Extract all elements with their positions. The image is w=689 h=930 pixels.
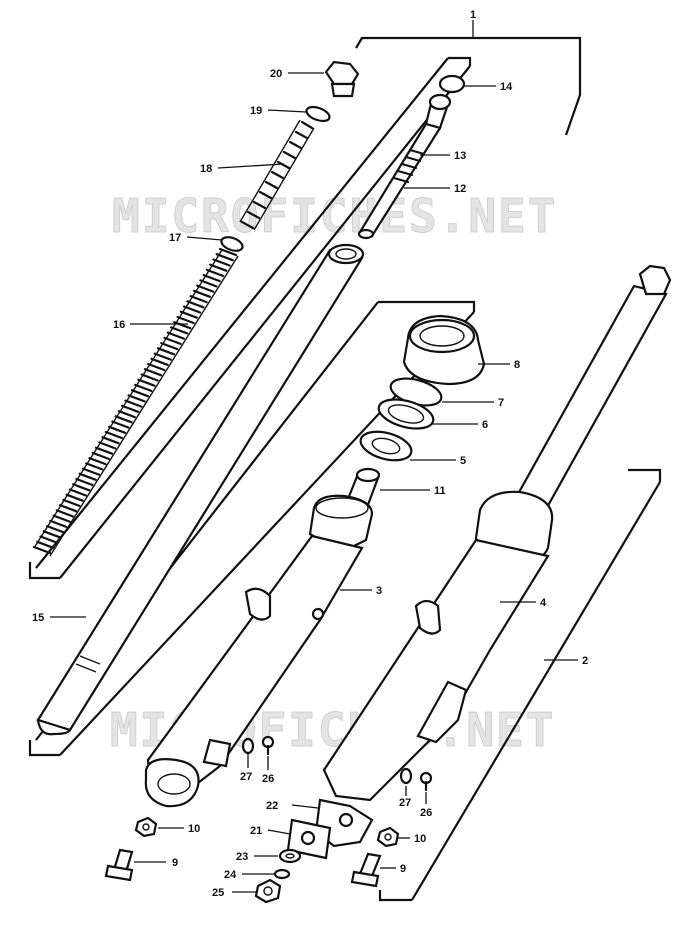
part-5-washer — [359, 430, 413, 462]
callout-4: 4 — [540, 597, 547, 609]
part-27-washer-left — [241, 737, 255, 755]
part-6-oil-seal — [377, 398, 435, 430]
callout-12: 12 — [454, 183, 466, 195]
bracket-spring-group — [28, 56, 472, 580]
leader-lines — [50, 72, 578, 893]
callout-19: 19 — [250, 105, 262, 117]
callout-11: 11 — [434, 485, 446, 497]
part-10-nut-left — [134, 816, 158, 838]
callout-7: 7 — [498, 397, 504, 409]
part-3-outer-tube-left — [144, 494, 374, 808]
part-15-inner-tube — [36, 243, 365, 736]
callout-10-right: 10 — [414, 833, 426, 845]
callout-10-left: 10 — [188, 823, 200, 835]
callout-1: 1 — [470, 9, 476, 21]
callout-18: 18 — [200, 163, 212, 175]
callout-26-left: 26 — [262, 773, 274, 785]
callout-3: 3 — [376, 585, 382, 597]
part-27-washer-right — [399, 767, 413, 785]
callout-17: 17 — [169, 232, 181, 244]
callout-23: 23 — [236, 851, 248, 863]
callout-5: 5 — [460, 455, 466, 467]
callout-8: 8 — [514, 359, 520, 371]
callout-25: 25 — [212, 887, 224, 899]
bracket-assembly-1 — [355, 20, 582, 136]
callout-15: 15 — [32, 612, 44, 624]
part-24-spring-washer — [273, 868, 291, 880]
callout-22: 22 — [266, 800, 278, 812]
part-10-nut-right — [376, 826, 400, 848]
callout-26-right: 26 — [420, 807, 432, 819]
part-9-bolt-left — [104, 848, 134, 882]
part-20-cap-bolt — [324, 60, 360, 98]
part-19-o-ring — [305, 105, 331, 123]
part-14-cap — [438, 74, 466, 94]
callout-27-left: 27 — [240, 771, 252, 783]
callout-6: 6 — [482, 419, 488, 431]
callout-2: 2 — [582, 655, 588, 667]
callout-labels: 1 20 19 18 17 16 15 14 13 12 8 7 6 5 11 … — [32, 9, 588, 899]
callout-9-right: 9 — [400, 863, 406, 875]
part-4-outer-tube-right — [314, 264, 672, 848]
part-18-spacer-spring — [239, 119, 315, 231]
callout-13: 13 — [454, 150, 466, 162]
part-13-rebound-spring — [392, 148, 426, 184]
part-26-bolt-left — [261, 735, 275, 756]
part-25-nut — [254, 878, 282, 904]
callout-27-right: 27 — [399, 797, 411, 809]
part-23-washer — [278, 848, 302, 864]
bracket-assembly-2 — [378, 468, 662, 902]
callout-9-left: 9 — [172, 857, 178, 869]
part-26-bolt-right — [419, 771, 433, 792]
callout-24: 24 — [224, 869, 237, 881]
callout-21: 21 — [250, 825, 262, 837]
callout-16: 16 — [113, 319, 125, 331]
part-8-dust-seal — [402, 314, 486, 386]
part-16-fork-spring — [32, 247, 239, 557]
part-9-bolt-right — [350, 852, 382, 888]
callout-14: 14 — [500, 81, 513, 93]
callout-20: 20 — [270, 68, 282, 80]
part-21-axle-holder — [286, 818, 332, 860]
